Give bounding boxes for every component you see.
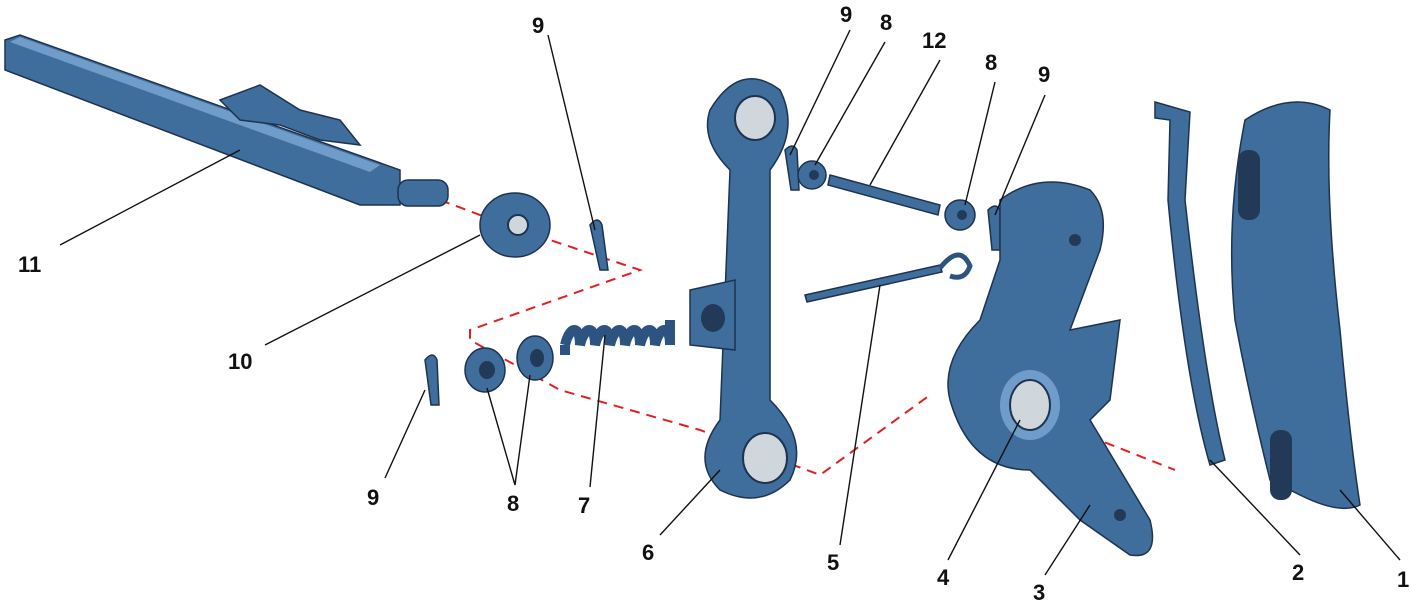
part-5-hook-pin xyxy=(804,252,973,303)
part-8-washers xyxy=(464,160,976,393)
label-8-upper-left: 8 xyxy=(880,10,892,35)
label-2: 2 xyxy=(1292,560,1304,585)
label-8-upper-right: 8 xyxy=(985,50,997,75)
label-12: 12 xyxy=(922,28,946,53)
part-1-pad xyxy=(1230,101,1361,510)
label-9-lower: 9 xyxy=(367,485,379,510)
label-5: 5 xyxy=(827,550,839,575)
label-3: 3 xyxy=(1033,580,1045,605)
label-9-upper-right: 9 xyxy=(1038,62,1050,87)
part-12-pin xyxy=(827,174,941,216)
label-7: 7 xyxy=(578,493,590,518)
label-9-upper-left: 9 xyxy=(840,2,852,27)
label-4: 4 xyxy=(937,565,950,590)
part-6-link xyxy=(689,78,798,499)
label-6: 6 xyxy=(642,540,654,565)
label-9-top: 9 xyxy=(532,13,544,38)
part-7-spring xyxy=(560,320,675,355)
label-11: 11 xyxy=(18,252,41,277)
part-3-lever xyxy=(947,181,1154,557)
label-10: 10 xyxy=(228,349,252,374)
part-2-plate xyxy=(1154,101,1226,466)
part-labels: 1 2 3 4 5 6 7 8 8 8 9 9 9 9 10 11 12 xyxy=(18,2,1409,605)
label-1: 1 xyxy=(1397,567,1409,592)
part-11-rod xyxy=(4,34,449,207)
label-8-lower: 8 xyxy=(507,491,519,516)
part-10-washer xyxy=(479,192,551,258)
leader-lines xyxy=(59,29,1401,576)
